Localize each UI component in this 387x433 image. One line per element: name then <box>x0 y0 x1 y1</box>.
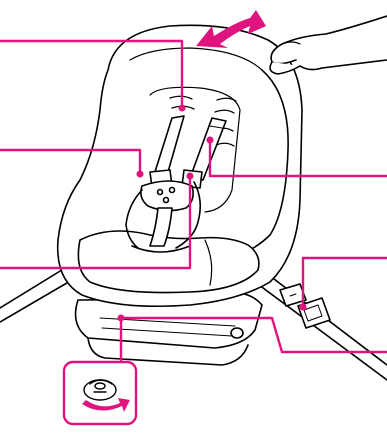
base-knob <box>230 327 244 339</box>
right-shoulder-strap <box>189 117 227 181</box>
detail-inset <box>62 360 138 426</box>
right-harness-arm <box>175 181 202 249</box>
belt-buckle <box>279 283 331 329</box>
callout-crotch-strap <box>0 178 192 270</box>
seat-cushion <box>77 230 260 294</box>
callout-dot-crotch-strap <box>186 172 194 180</box>
callout-base-recline <box>122 316 387 354</box>
recline-arrow <box>82 398 130 412</box>
crotch-strap <box>149 207 173 247</box>
callout-dot-shoulder-strap <box>206 136 214 144</box>
adult-hand <box>269 15 387 75</box>
seat-base-lower <box>87 337 249 366</box>
callout-harness-adjuster <box>0 148 142 172</box>
rotation-arrow <box>196 10 266 48</box>
callout-belt-buckle <box>301 256 387 305</box>
callout-dot-shoulder-slot <box>178 104 186 112</box>
callout-dot-base-recline <box>117 314 125 322</box>
left-harness-arm <box>125 189 143 249</box>
harness-buckle <box>140 180 194 212</box>
callout-dot-belt-buckle <box>299 303 307 311</box>
callout-shoulder-strap-slot <box>0 39 184 106</box>
callout-shoulder-strap <box>208 141 387 178</box>
callout-dot-harness-adjuster <box>136 170 144 178</box>
